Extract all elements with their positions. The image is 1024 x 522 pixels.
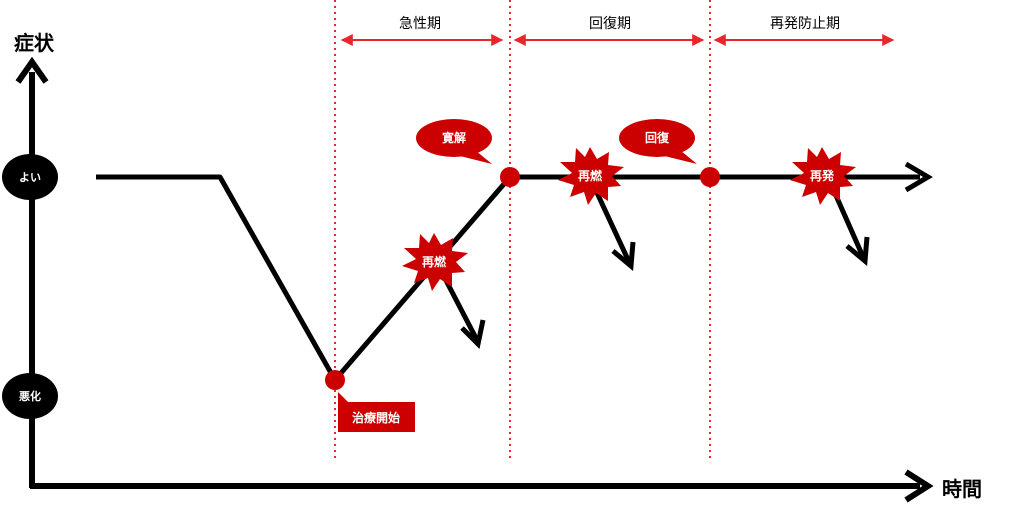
- treatment-start-dot: [325, 370, 345, 390]
- x-axis-label: 時間: [942, 477, 982, 501]
- relapse-label-1: 再燃: [422, 254, 447, 269]
- remission-dot: [500, 167, 520, 187]
- relapse-arrow-2: [589, 180, 636, 271]
- recurrence-label: 再発: [810, 168, 835, 183]
- treatment-start-callout: [338, 392, 415, 432]
- phase-label-prevention: 再発防止期: [770, 16, 840, 32]
- x-axis: [30, 469, 934, 503]
- course-line-arrowhead: [904, 161, 933, 193]
- level-badge-good: [2, 154, 58, 200]
- recovery-label: 回復: [645, 130, 670, 145]
- level-label-good: よい: [19, 171, 41, 184]
- remission-label: 寛解: [442, 130, 466, 145]
- symptom-course-line: [96, 174, 920, 383]
- recurrence-burst: [790, 147, 856, 205]
- treatment-start-label: 治療開始: [352, 410, 400, 425]
- relapse-burst-1: [402, 233, 468, 291]
- y-axis-label: 症状: [14, 31, 55, 55]
- recovery-bubble: [619, 119, 697, 164]
- relapse-burst-2: [558, 147, 624, 205]
- remission-bubble: [416, 119, 492, 164]
- relapse-label-2: 再燃: [578, 168, 603, 183]
- level-label-bad: 悪化: [19, 389, 41, 403]
- y-axis: [15, 56, 49, 488]
- phase-label-recovery: 回復期: [589, 15, 631, 32]
- phase-label-acute: 急性期: [399, 16, 441, 32]
- recovery-dot: [700, 167, 720, 187]
- level-badge-bad: [2, 373, 58, 419]
